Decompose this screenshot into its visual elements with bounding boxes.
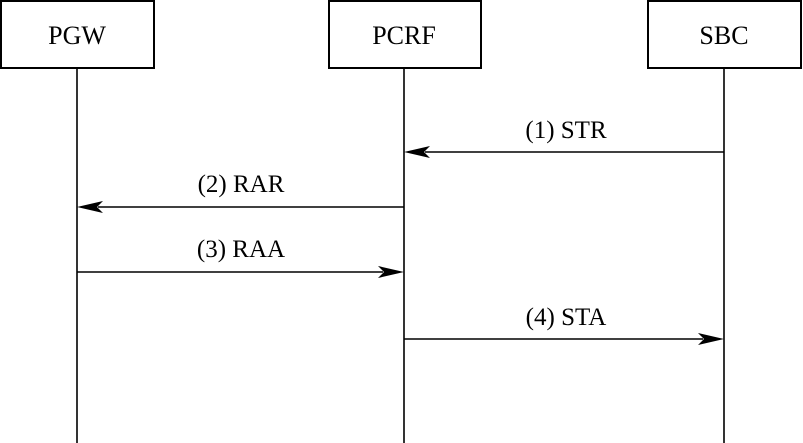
entity-sbc: SBC xyxy=(647,0,802,69)
message-4: (4) STA xyxy=(404,304,724,345)
message-2: (2) RAR xyxy=(77,171,404,213)
entity-box-pgw xyxy=(0,0,155,69)
message-label-1: (1) STR xyxy=(525,117,607,144)
message-label-2: (2) RAR xyxy=(198,171,285,198)
entity-box-sbc xyxy=(647,0,802,69)
message-label-3: (3) RAA xyxy=(197,236,285,263)
arrowhead-right-icon xyxy=(698,333,724,345)
arrowhead-left-icon xyxy=(404,146,430,158)
message-label-4: (4) STA xyxy=(526,304,607,331)
message-1: (1) STR xyxy=(404,117,724,158)
entity-pgw: PGW xyxy=(0,0,155,69)
entity-label-pcrf: PCRF xyxy=(372,21,436,50)
message-3: (3) RAA xyxy=(77,236,404,278)
arrowhead-left-icon xyxy=(77,201,103,213)
entity-label-pgw: PGW xyxy=(48,21,106,50)
entity-pcrf: PCRF xyxy=(328,0,482,69)
entity-label-sbc: SBC xyxy=(699,21,748,50)
arrowhead-right-icon xyxy=(378,266,404,278)
entity-box-pcrf xyxy=(328,0,482,69)
